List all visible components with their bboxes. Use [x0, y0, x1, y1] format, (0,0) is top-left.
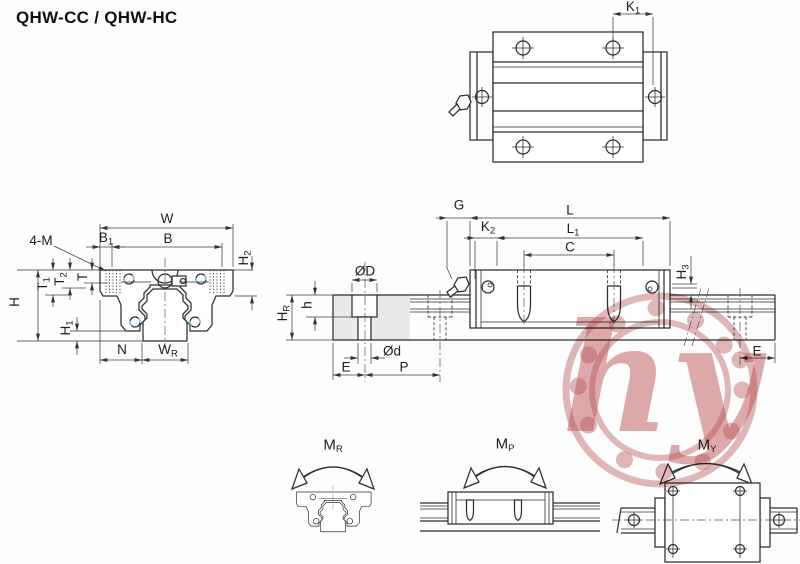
dim-label-p: P: [399, 359, 409, 375]
rail-longitudinal-section: [286, 262, 440, 382]
dim-label-h2: H2: [236, 250, 254, 266]
tapped-holes: [105, 270, 225, 294]
dim-label-h1: H1: [58, 320, 76, 336]
retainer-screws: [123, 273, 207, 328]
dim-label-t1: T1: [35, 277, 53, 291]
grease-nipple-top-view: [448, 94, 472, 117]
dim-label-k2: K2: [480, 219, 496, 237]
dim-label-h3: H3: [674, 264, 692, 280]
moment-label-my: MY: [697, 436, 717, 455]
dim-label-e-left: E: [341, 359, 351, 375]
dim-label-hr: HR: [275, 304, 293, 322]
moment-mp: [420, 465, 600, 532]
moment-mr: [290, 466, 376, 533]
dim-label-k1: K1: [625, 0, 641, 17]
dim-label-t: T: [75, 272, 90, 282]
dim-label-b1: B1: [98, 230, 114, 248]
dim-label-l1: L1: [566, 221, 580, 239]
dim-label-h-small: h: [299, 301, 315, 309]
block-top-view: [448, 12, 668, 163]
dim-label-g: G: [453, 197, 465, 213]
dim-label-e-right: E: [752, 343, 762, 359]
rail-section-dimensions: [286, 278, 440, 380]
moment-label-mp: MP: [495, 435, 515, 454]
mp-mini-side-view: [420, 491, 600, 532]
dim-label-diad: Ød: [382, 343, 402, 359]
grease-port-section: [151, 269, 187, 289]
dim-label-n: N: [117, 342, 127, 357]
carriage-block-side: [469, 269, 671, 329]
cross-section-dimensions: [36, 224, 254, 364]
dim-label-c: C: [565, 239, 575, 255]
hidden-bolt-hole-left: [427, 295, 453, 340]
dim-label-h: H: [7, 297, 22, 307]
dim-k1: [612, 12, 654, 85]
grease-nipple-side-view: [446, 276, 470, 298]
side-view-dimensions: [436, 216, 776, 363]
my-mini-top-view: [612, 482, 800, 563]
dim-label-4m: 4-M: [29, 233, 53, 248]
moment-my: [612, 462, 800, 563]
side-view: [410, 216, 776, 382]
dim-label-t2: T2: [52, 272, 70, 286]
dim-label-w: W: [160, 211, 174, 226]
cross-section-view: [17, 224, 257, 364]
moment-label-mr: MR: [323, 436, 343, 455]
dim-label-wr: WR: [158, 342, 178, 360]
dim-label-b: B: [163, 231, 173, 246]
page-title: QHW-CC / QHW-HC: [16, 8, 178, 27]
dim-label-diaD: ØD: [354, 263, 376, 279]
dim-label-l: L: [566, 202, 574, 218]
